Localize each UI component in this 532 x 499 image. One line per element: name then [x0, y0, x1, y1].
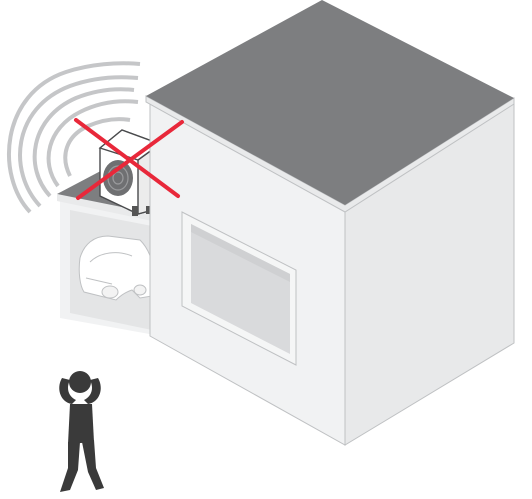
- red-x-icon: [74, 118, 184, 200]
- sound-wave-icon: [6, 61, 141, 214]
- car-icon: [78, 235, 153, 301]
- house: [145, 0, 515, 446]
- house-window: [181, 211, 297, 366]
- distressed-person-icon: [59, 371, 104, 492]
- house-roof: [146, 0, 514, 205]
